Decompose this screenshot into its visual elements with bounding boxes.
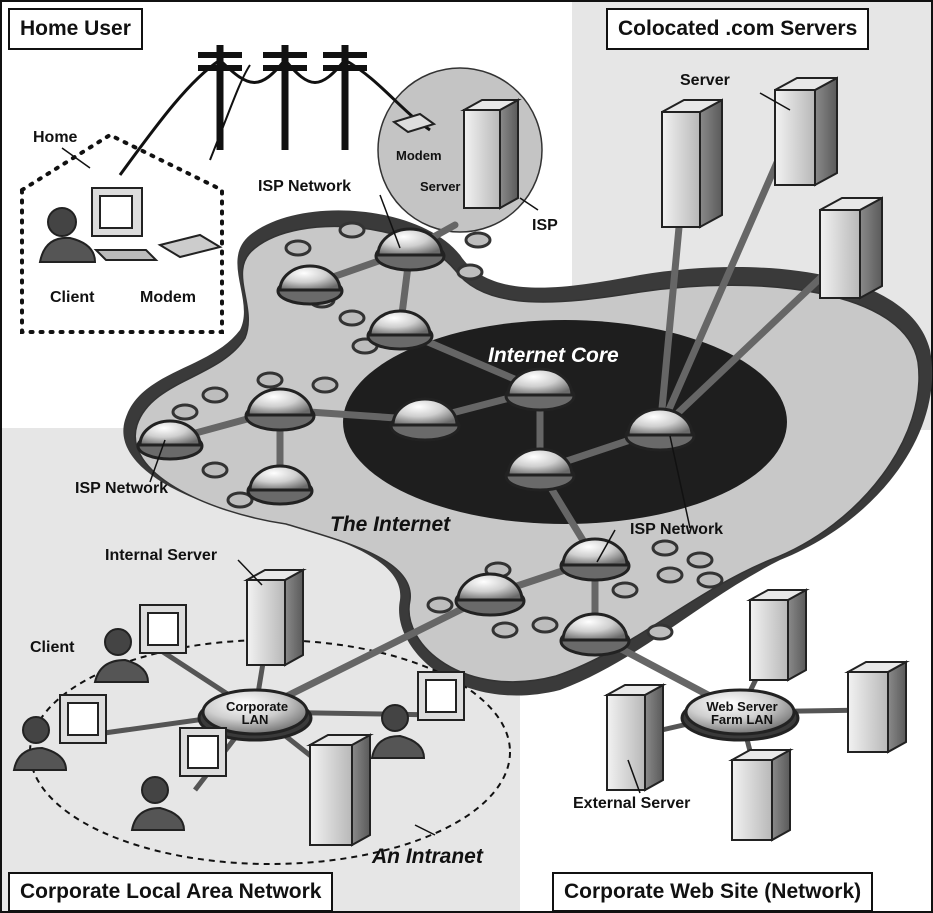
label-web-server-farm: Web Server Farm LAN	[706, 699, 778, 727]
lan-hubs	[197, 688, 800, 742]
label-modem-home: Modem	[140, 289, 196, 306]
label-isp-network-right: ISP Network	[630, 521, 724, 538]
region-title-home-user: Home User	[8, 8, 143, 50]
label-isp-network-left: ISP Network	[75, 480, 169, 497]
label-corporate-lan: Corporate LAN	[226, 699, 289, 727]
label-client-corporate: Client	[30, 639, 75, 656]
label-home: Home	[33, 129, 78, 146]
label-the-internet: The Internet	[330, 513, 451, 536]
internet-core	[343, 320, 787, 524]
leader-lines	[61, 92, 791, 836]
label-external-server: External Server	[573, 795, 691, 812]
router-nodes	[136, 227, 696, 657]
label-client-home: Client	[50, 289, 95, 306]
home-outline	[20, 132, 224, 334]
region-title-corporate-lan: Corporate Local Area Network	[8, 872, 334, 912]
label-internal-server: Internal Server	[105, 547, 218, 564]
region-title-colocated: Colocated .com Servers	[606, 8, 870, 50]
region-title-corporate-web: Corporate Web Site (Network)	[552, 872, 874, 912]
utility-poles	[118, 45, 431, 176]
leaf-nodes	[171, 221, 724, 641]
label-an-intranet: An Intranet	[372, 845, 483, 868]
label-server-isp: Server	[420, 179, 461, 194]
label-internet-core: Internet Core	[488, 344, 619, 367]
label-server-colocated: Server	[680, 72, 730, 89]
label-isp-network-top: ISP Network	[258, 178, 352, 195]
servers	[243, 76, 910, 847]
label-isp: ISP	[532, 217, 558, 234]
workstations	[12, 112, 465, 831]
label-modem-isp: Modem	[396, 148, 442, 163]
intranet-outline	[29, 639, 511, 865]
